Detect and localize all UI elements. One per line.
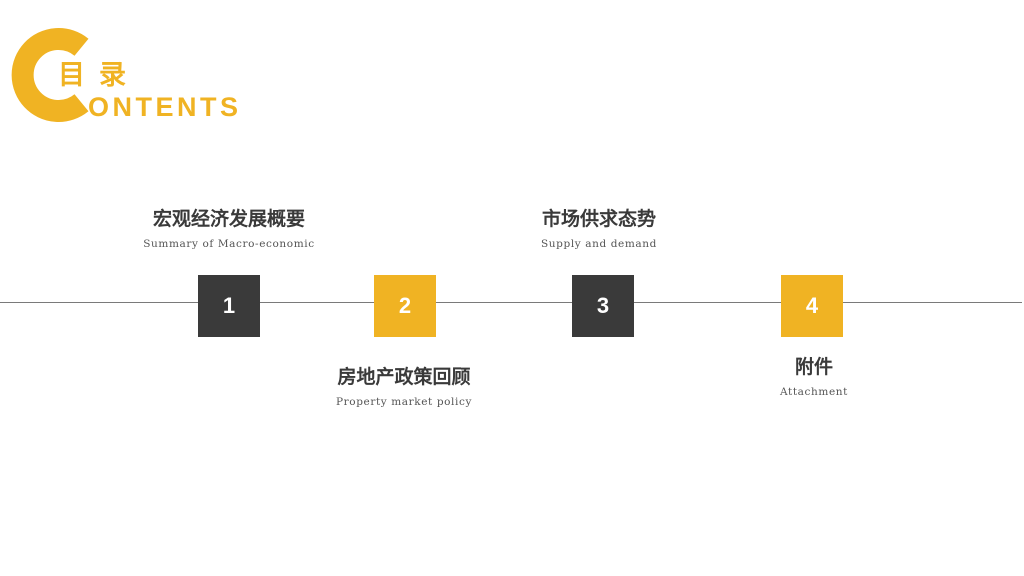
toc-item-subtitle: Property market policy [336,395,472,408]
contents-title-en: ONTENTS [88,92,242,122]
timeline-line [0,302,1022,303]
toc-item-title: 宏观经济发展概要 [152,208,305,230]
toc-item-3-number-box[interactable]: 3 [572,275,634,337]
toc-item-1-label[interactable]: 宏观经济发展概要 Summary of Macro-economic [99,208,359,250]
contents-logo-c-icon [11,28,89,122]
toc-item-title: 市场供求态势 [541,208,656,230]
toc-item-4-number-box[interactable]: 4 [781,275,843,337]
toc-item-number: 3 [596,293,610,318]
toc-item-subtitle: Supply and demand [541,237,657,250]
toc-item-title: 附件 [794,356,833,378]
contents-title-cn: 目录 [58,60,140,91]
toc-item-2-label[interactable]: 房地产政策回顾 Property market policy [274,366,534,408]
toc-item-subtitle: Summary of Macro-economic [143,237,315,250]
toc-item-title: 房地产政策回顾 [337,366,471,388]
toc-item-4-label[interactable]: 附件 Attachment [684,356,944,398]
toc-item-number: 4 [805,293,819,318]
toc-item-1-number-box[interactable]: 1 [198,275,260,337]
toc-item-number: 1 [222,293,236,318]
toc-item-2-number-box[interactable]: 2 [374,275,436,337]
toc-item-number: 2 [398,293,412,318]
toc-item-subtitle: Attachment [780,385,848,398]
toc-item-3-label[interactable]: 市场供求态势 Supply and demand [469,208,729,250]
